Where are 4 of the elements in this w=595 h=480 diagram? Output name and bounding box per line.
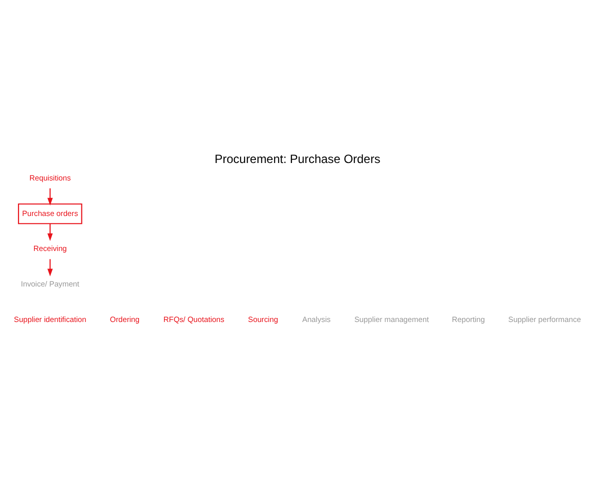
arrow (47, 223, 53, 240)
diagram-title: Procurement: Purchase Orders (214, 151, 380, 166)
arrow (47, 258, 53, 276)
arrow (47, 188, 53, 206)
